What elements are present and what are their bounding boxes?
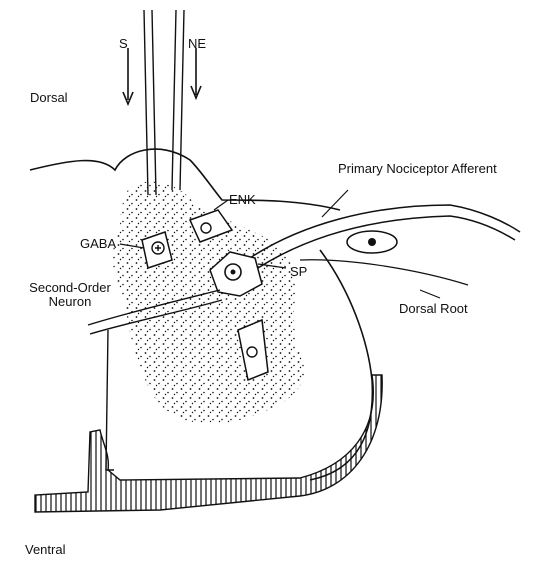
leader-dorsal-root <box>420 290 440 298</box>
s-fiber <box>144 10 156 195</box>
label-dorsal-root: Dorsal Root <box>399 302 468 316</box>
label-second-order-line2: Neuron <box>20 295 120 309</box>
leader-afferent <box>322 190 348 217</box>
dorsal-root-stripe <box>300 260 468 285</box>
label-ventral: Ventral <box>25 543 65 557</box>
label-s: S <box>119 37 128 51</box>
label-sp: SP <box>290 265 307 279</box>
ne-fiber <box>172 10 184 190</box>
ventral-fissure <box>106 330 114 470</box>
leader-enk <box>214 200 228 210</box>
label-enk: ENK <box>229 193 256 207</box>
label-gaba: GABA <box>80 237 116 251</box>
ne-arrow <box>191 48 201 98</box>
label-ne: NE <box>188 37 206 51</box>
s-arrow <box>123 48 133 104</box>
primary-afferent-fiber <box>250 205 520 268</box>
label-dorsal: Dorsal <box>30 91 68 105</box>
label-primary-afferent: Primary Nociceptor Afferent <box>338 162 497 176</box>
label-second-order-line1: Second-Order <box>20 281 120 295</box>
label-second-order-neuron: Second-Order Neuron <box>20 281 120 309</box>
